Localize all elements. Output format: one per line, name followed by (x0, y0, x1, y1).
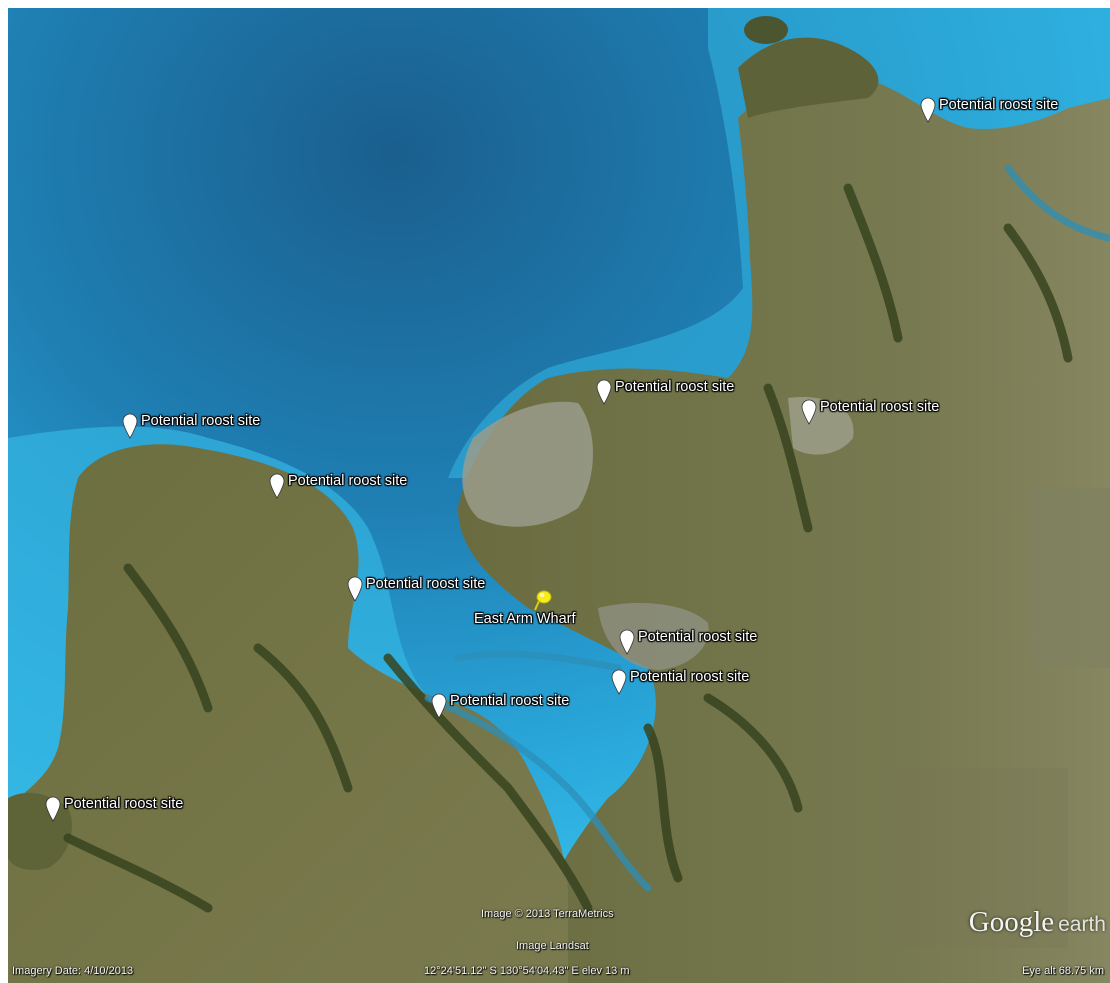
map-pin-icon (611, 669, 627, 695)
placemark-label: Potential roost site (450, 693, 570, 709)
coordinates-readout: 12°24'51.12" S 130°54'04.43" E elev 13 m (424, 965, 630, 977)
imagery-date-text: Imagery Date: 4/10/2013 (12, 965, 134, 977)
placemark-label: Potential roost site (288, 473, 408, 489)
placemark-label: Potential roost site (820, 399, 940, 415)
map-pin-icon (45, 796, 61, 822)
map-pin-icon (269, 473, 285, 499)
placemark-label: Potential roost site (64, 796, 184, 812)
map-pin-icon (920, 97, 936, 123)
map-pin-icon (122, 413, 138, 439)
satellite-imagery (8, 8, 1110, 983)
brand-logo-text-google: Google (968, 906, 1055, 938)
placemark-label: Potential roost site (366, 576, 486, 592)
map-pin-icon (801, 399, 817, 425)
pushpin-label-east-arm-wharf: East Arm Wharf (474, 611, 576, 627)
map-pin-icon (619, 629, 635, 655)
placemark-roost-southwest[interactable]: Potential roost site (45, 796, 183, 824)
copyright-text: Image © 2013 TerraMetrics (481, 908, 614, 920)
brand-logo-text-earth: earth (1058, 913, 1106, 936)
placemark-label: Potential roost site (141, 413, 261, 429)
placemark-roost-cox-north[interactable]: Potential roost site (269, 473, 407, 501)
placemark-roost-ne[interactable]: Potential roost site (920, 97, 1058, 125)
placemark-roost-north-coast[interactable]: Potential roost site (596, 379, 734, 407)
pushpin-icon[interactable] (533, 589, 553, 611)
placemark-label: Potential roost site (615, 379, 735, 395)
placemark-label: Potential roost site (630, 669, 750, 685)
map-pin-icon (347, 576, 363, 602)
placemark-roost-east-arm-1[interactable]: Potential roost site (619, 629, 757, 657)
eye-altitude-readout: Eye alt 68.75 km (1022, 965, 1104, 977)
placemark-roost-west-point[interactable]: Potential roost site (122, 413, 260, 441)
placemark-roost-mandorah[interactable]: Potential roost site (347, 576, 485, 604)
placemark-label: Potential roost site (939, 97, 1059, 113)
imagery-source-text: Image Landsat (516, 940, 589, 952)
placemark-label: Potential roost site (638, 629, 758, 645)
placemark-roost-shoal-bay[interactable]: Potential roost site (801, 399, 939, 427)
placemark-roost-east-arm-2[interactable]: Potential roost site (611, 669, 749, 697)
map-pin-icon (431, 693, 447, 719)
map-pin-icon (596, 379, 612, 405)
placemark-roost-middle-arm[interactable]: Potential roost site (431, 693, 569, 721)
map-view[interactable]: Potential roost site Potential roost sit… (8, 8, 1110, 983)
